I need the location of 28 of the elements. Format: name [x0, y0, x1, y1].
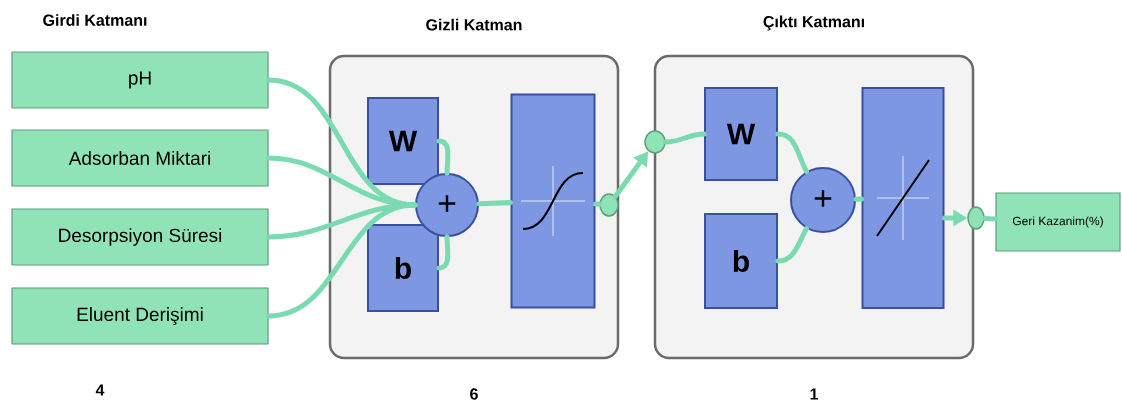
node-label: Çıktı Katmanı: [763, 15, 864, 31]
input-box: pH: [11, 51, 269, 109]
input-box: Desorpsiyon Süresi: [11, 208, 269, 266]
connector-dot: [967, 206, 985, 230]
connector-dot: [644, 130, 666, 154]
connector: [436, 138, 451, 176]
layer-title: Girdi Katmanı: [43, 14, 147, 26]
transfer-function-box: [510, 93, 596, 309]
node-label: Gizli Katman: [426, 18, 522, 31]
parameter-box: W: [704, 87, 778, 181]
parameter-box: b: [704, 213, 778, 309]
connector: [266, 202, 418, 319]
neuron-count: 6: [470, 388, 478, 400]
connector: [853, 196, 864, 202]
parameter-box: b: [367, 224, 439, 312]
input-box: Adsorban Miktari: [11, 129, 269, 187]
connector: [982, 215, 998, 222]
connector: [663, 131, 707, 145]
neuron-count: 4: [95, 384, 105, 396]
connector: [476, 200, 513, 207]
connector: [436, 234, 451, 271]
neuron-count: 1: [810, 388, 818, 400]
output-box: Geri Kazanim(%): [995, 192, 1121, 252]
connector-dot: [599, 193, 619, 217]
parameter-box: W: [367, 97, 439, 185]
input-box: Eluent Derişimi: [11, 287, 269, 345]
transfer-function-box: [861, 87, 945, 309]
connector: [593, 201, 602, 207]
